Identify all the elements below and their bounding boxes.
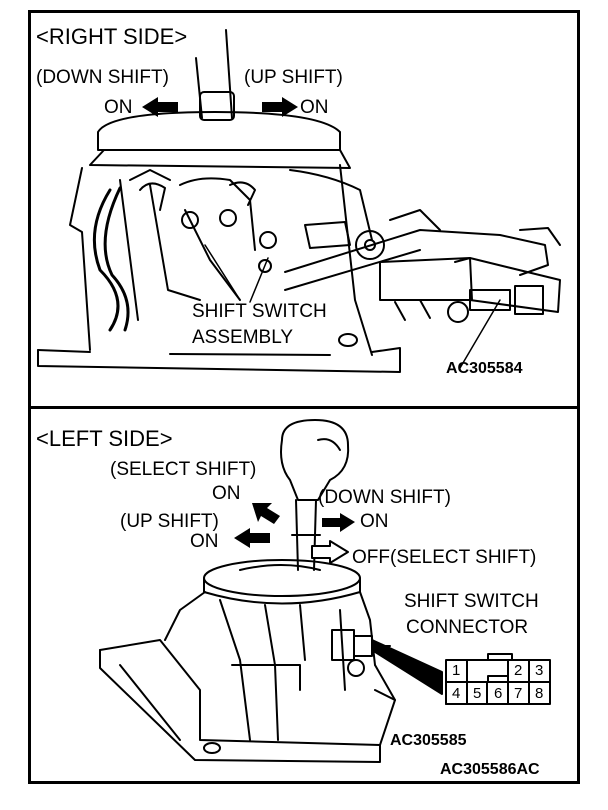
footer-figure-code: AC305586AC	[440, 761, 540, 778]
figure-frame	[28, 10, 580, 784]
right-side-header: <RIGHT SIDE>	[36, 24, 188, 49]
left-figure-code: AC305585	[390, 732, 467, 749]
right-side-lever-assembly	[37, 29, 561, 373]
right-down-on-label: ON	[104, 97, 133, 118]
left-select-shift-label: (SELECT SHIFT)	[110, 459, 257, 480]
section-divider	[28, 406, 580, 409]
shift-switch-connector-label-line2: CONNECTOR	[406, 617, 529, 638]
connector-pin: 7	[514, 685, 523, 702]
connector-pin: 6	[494, 685, 503, 702]
shift-switch-assembly-label-line2: ASSEMBLY	[192, 327, 294, 348]
connector-pin: 3	[535, 662, 544, 679]
left-down-shift-label: (DOWN SHIFT)	[318, 487, 451, 508]
left-side-header: <LEFT SIDE>	[36, 426, 173, 451]
connector-pin: 5	[473, 685, 482, 702]
right-side-arrows	[142, 97, 298, 117]
left-up-on-label: ON	[190, 531, 219, 552]
shift-switch-assembly-label-line1: SHIFT SWITCH	[192, 301, 327, 322]
connector-pin: 2	[514, 662, 523, 679]
left-up-shift-label: (UP SHIFT)	[120, 511, 219, 532]
connector-pin: 8	[535, 685, 544, 702]
left-down-on-label: ON	[360, 511, 389, 532]
left-side-arrows	[234, 503, 355, 548]
right-up-shift-label: (UP SHIFT)	[244, 67, 343, 88]
left-select-on-label: ON	[212, 483, 241, 504]
left-side-lever-assembly	[99, 419, 443, 763]
off-select-shift-label: OFF(SELECT SHIFT)	[352, 547, 537, 568]
shift-switch-connector-label-line1: SHIFT SWITCH	[404, 591, 539, 612]
connector-pin: 4	[452, 685, 461, 702]
connector-pin-diagram	[445, 653, 551, 705]
right-figure-code: AC305584	[446, 360, 523, 377]
right-up-on-label: ON	[300, 97, 329, 118]
right-down-shift-label: (DOWN SHIFT)	[36, 67, 169, 88]
connector-pin: 1	[452, 662, 461, 679]
